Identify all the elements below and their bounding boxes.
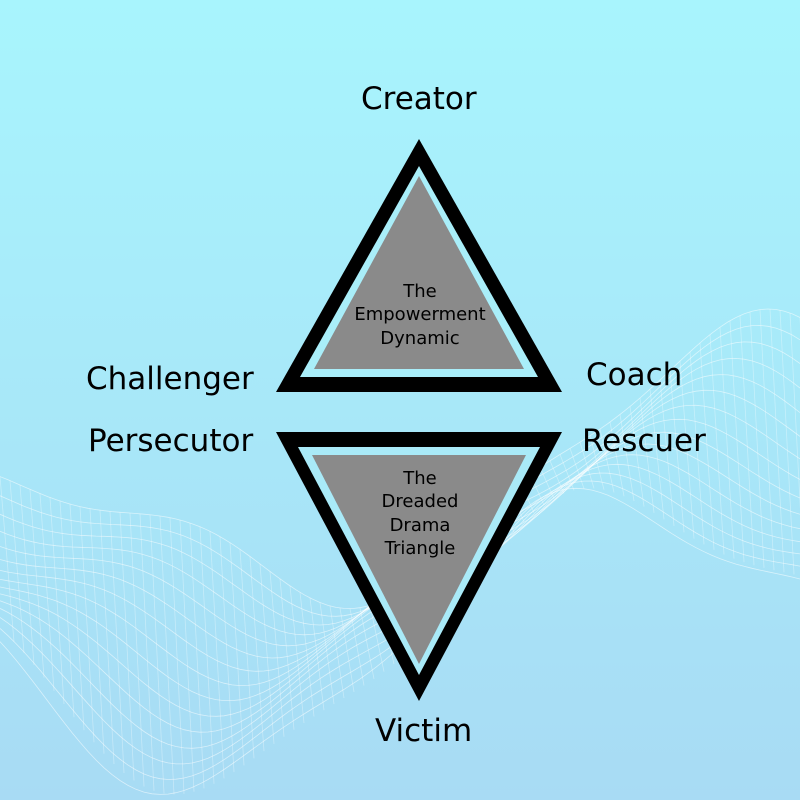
label-creator: Creator — [361, 81, 477, 117]
mesh-crossline — [599, 429, 615, 493]
mesh-crossline — [589, 435, 605, 490]
mesh-crossline — [29, 489, 45, 678]
label-coach: Coach — [586, 357, 683, 393]
mesh-crossline — [189, 522, 205, 789]
mesh-crossline — [99, 510, 115, 765]
mesh-crossline — [779, 310, 795, 575]
mesh-crossline — [649, 389, 665, 520]
mesh-crossline — [629, 406, 645, 507]
mesh-crossline — [679, 361, 695, 539]
mesh-crossline — [49, 497, 65, 705]
top-triangle-fill — [314, 176, 524, 369]
mesh-crossline — [79, 506, 95, 743]
mesh-crossline — [89, 508, 105, 754]
label-challenger: Challenger — [86, 361, 254, 397]
mesh-crossline — [579, 442, 595, 489]
mesh-crossline — [209, 531, 225, 779]
mesh-crossline — [239, 549, 255, 759]
mesh-crossline — [639, 397, 655, 513]
mesh-crossline — [699, 342, 715, 550]
mesh-crossline — [199, 526, 215, 784]
mesh-crossline — [259, 563, 275, 744]
mesh-crossline — [279, 578, 295, 730]
mesh-crossline — [359, 607, 375, 679]
mesh-crossline — [689, 351, 705, 545]
mesh-crossline — [729, 320, 745, 563]
mesh-crossline — [769, 308, 785, 573]
mesh-crossline — [569, 448, 585, 489]
mesh-crossline — [339, 607, 355, 692]
mesh-crossline — [119, 512, 135, 781]
mesh-crossline — [659, 379, 675, 526]
empowerment-dynamic-text: The Empowerment Dynamic — [354, 281, 486, 349]
mesh-crossline — [69, 503, 85, 731]
mesh-crossline — [319, 602, 335, 705]
mesh-crossline — [539, 467, 555, 499]
mesh-crossline — [329, 605, 345, 699]
mesh-crossline — [149, 514, 165, 794]
mesh-crossline — [609, 421, 625, 497]
mesh-crossline — [19, 484, 35, 665]
mesh-crossline — [139, 513, 155, 791]
mesh-crossline — [289, 585, 305, 724]
bottom-triangle-fill — [312, 455, 526, 664]
mesh-crossline — [109, 511, 125, 774]
mesh-crossline — [59, 500, 75, 718]
mesh-crossline — [159, 515, 175, 795]
mesh-crossline — [559, 454, 575, 491]
mesh-crossline — [739, 315, 755, 566]
mesh-crossline — [179, 519, 195, 792]
drama-triangle-text: The Dreaded Drama Triangle — [381, 468, 459, 560]
mesh-crossline — [789, 312, 800, 509]
mesh-crossline — [749, 311, 765, 568]
label-victim: Victim — [375, 713, 473, 749]
mesh-crossline — [129, 513, 145, 787]
mesh-crossline — [309, 597, 325, 711]
mesh-crossline — [709, 334, 725, 555]
mesh-crossline — [549, 460, 565, 494]
mesh-crossline — [0, 476, 15, 642]
mesh-crossline — [169, 517, 185, 794]
mesh-crossline — [219, 536, 235, 773]
mesh-crossline — [719, 327, 735, 559]
label-rescuer: Rescuer — [582, 423, 706, 459]
mesh-crossline — [249, 556, 265, 752]
mesh-crossline — [299, 592, 315, 717]
mesh-crossline — [369, 605, 385, 672]
mesh-crossline — [269, 571, 285, 737]
mesh-crossline — [349, 608, 365, 686]
mesh-crossline — [759, 309, 775, 571]
mesh-crossline — [669, 370, 685, 533]
mesh-crossline — [39, 493, 55, 691]
mesh-crossline — [229, 542, 245, 766]
label-persecutor: Persecutor — [88, 423, 254, 459]
mesh-crossline — [619, 414, 635, 502]
mesh-crossline — [9, 480, 25, 653]
